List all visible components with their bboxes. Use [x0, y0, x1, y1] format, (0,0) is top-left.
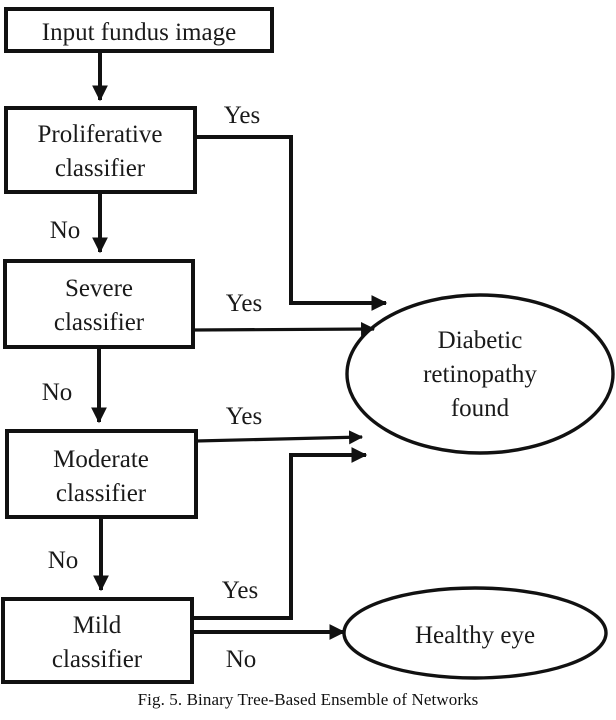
input-fundus-image-box[interactable] — [4, 7, 274, 53]
edge-label-proliferative-yes: Yes — [224, 102, 260, 129]
proliferative-classifier-label-line2: classifier — [55, 155, 146, 182]
edge-label-proliferative-no: No — [50, 217, 81, 244]
edge-label-severe-yes: Yes — [226, 290, 262, 317]
edge-label-moderate-yes: Yes — [226, 403, 262, 430]
moderate-classifier-label-line1: Moderate — [53, 446, 149, 473]
node-diabetic-retinopathy-found[interactable]: Diabetic retinopathy found — [345, 293, 615, 455]
moderate-classifier-label-line2: classifier — [56, 480, 147, 507]
diabetic-retinopathy-found-label-line1: Diabetic — [438, 327, 523, 354]
edge-label-mild-yes: Yes — [222, 577, 258, 604]
moderate-classifier-box[interactable] — [5, 429, 198, 519]
diabetic-retinopathy-found-label-line2: retinopathy — [423, 361, 537, 388]
edge-label-moderate-no: No — [48, 547, 79, 574]
severe-classifier-label-line2: classifier — [54, 309, 145, 336]
figure-caption: Fig. 5. Binary Tree-Based Ensemble of Ne… — [137, 690, 479, 709]
edge-label-severe-no: No — [42, 379, 73, 406]
diabetic-retinopathy-found-ellipse[interactable] — [345, 293, 615, 455]
edge-mild-yes — [192, 447, 368, 620]
proliferative-classifier-label-line1: Proliferative — [38, 121, 163, 148]
node-healthy-eye[interactable]: Healthy eye — [342, 586, 608, 680]
edge-proliferative-yes — [195, 135, 388, 311]
mild-classifier-box[interactable] — [1, 597, 194, 684]
node-moderate-classifier[interactable]: Moderate classifier — [5, 429, 198, 519]
input-fundus-image-label: Input fundus image — [42, 19, 236, 46]
node-severe-classifier[interactable]: Severe classifier — [3, 259, 195, 349]
edge-severe-yes — [192, 322, 376, 337]
node-mild-classifier[interactable]: Mild classifier — [1, 597, 194, 684]
node-input-fundus-image[interactable]: Input fundus image — [4, 7, 274, 53]
node-proliferative-classifier[interactable]: Proliferative classifier — [4, 106, 197, 194]
mild-classifier-label-line1: Mild — [73, 612, 122, 639]
severe-classifier-label-line1: Severe — [65, 275, 133, 302]
edge-label-mild-no: No — [226, 646, 257, 673]
diabetic-retinopathy-found-label-line3: found — [451, 395, 510, 422]
edge-moderate-yes — [195, 430, 364, 445]
healthy-eye-label: Healthy eye — [415, 622, 535, 649]
mild-classifier-label-line2: classifier — [52, 646, 143, 673]
